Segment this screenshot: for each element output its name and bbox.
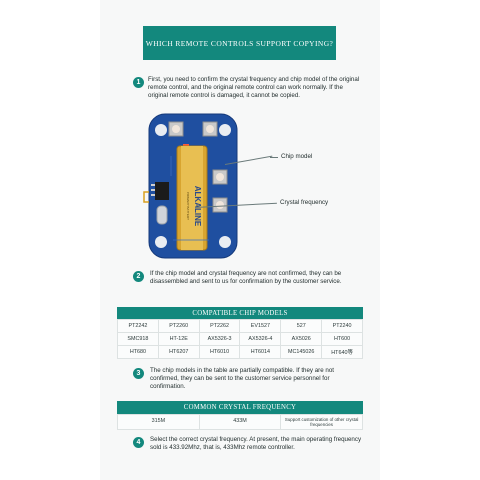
step-1-badge: 1 [133, 77, 144, 88]
table-row: SMC918 HT-12E AX5326-3 AX5326-4 AX5026 H… [117, 332, 363, 346]
chip-model-tick [270, 157, 278, 158]
step-1-text: First, you need to confirm the crystal f… [148, 76, 360, 99]
table-cell: PT2262 [198, 319, 241, 333]
battery-brand: ALKALINE [193, 186, 202, 227]
table-cell: PT2242 [117, 319, 159, 333]
step-4-badge: 4 [133, 437, 144, 448]
chip-models-table: PT2242 PT2260 PT2262 EV1527 527 PT2240 S… [117, 319, 363, 359]
page-title: Which remote controls support copying? [143, 26, 336, 60]
step-2-badge: 2 [133, 271, 144, 282]
crystal-frequency-header: Common crystal frequency [117, 401, 363, 414]
table-cell: HT6014 [239, 345, 282, 359]
table-cell: HT-12E [157, 332, 200, 346]
table-cell: AX5026 [280, 332, 323, 346]
table-row: 315M 433M Support customization of other… [117, 414, 363, 430]
table-cell: Support customization of other crystal f… [280, 414, 363, 430]
crystal-frequency-label: Crystal frequency [280, 199, 329, 206]
table-cell: MC145026 [280, 345, 323, 359]
table-cell: HT640等 [321, 345, 363, 359]
table-cell: EV1527 [239, 319, 282, 333]
table-cell: PT2260 [157, 319, 200, 333]
table-cell: 433M [198, 414, 282, 430]
remote-pcb-image: ALKALINE PRIMARY BATTERY [143, 110, 243, 262]
table-cell: 315M [117, 414, 200, 430]
page-sheet [100, 0, 380, 480]
table-cell: HT6207 [157, 345, 200, 359]
table-cell: 527 [280, 319, 323, 333]
table-cell: AX5326-3 [198, 332, 241, 346]
table-cell: HT600 [321, 332, 363, 346]
crystal-frequency-table: 315M 433M Support customization of other… [117, 414, 363, 430]
table-cell: AX5326-4 [239, 332, 282, 346]
pcb-illustration: ALKALINE PRIMARY BATTERY [143, 113, 238, 259]
battery-sub: PRIMARY BATTERY [186, 192, 190, 220]
step-4-text: Select the correct crystal frequency. At… [150, 436, 362, 451]
table-row: HT680 HT6207 HT6010 HT6014 MC145026 HT64… [117, 345, 363, 359]
step-2-text: If the chip model and crystal frequency … [150, 270, 342, 285]
chip-model-label: Chip model [281, 153, 313, 160]
table-cell: HT6010 [198, 345, 241, 359]
table-row: PT2242 PT2260 PT2262 EV1527 527 PT2240 [117, 319, 363, 333]
table-cell: PT2240 [321, 319, 363, 333]
table-cell: HT680 [117, 345, 159, 359]
table-cell: SMC918 [117, 332, 159, 346]
step-3-text: The chip models in the table are partial… [150, 367, 335, 390]
step-3-badge: 3 [133, 368, 144, 379]
chip-models-header: Compatible chip models [117, 307, 363, 319]
